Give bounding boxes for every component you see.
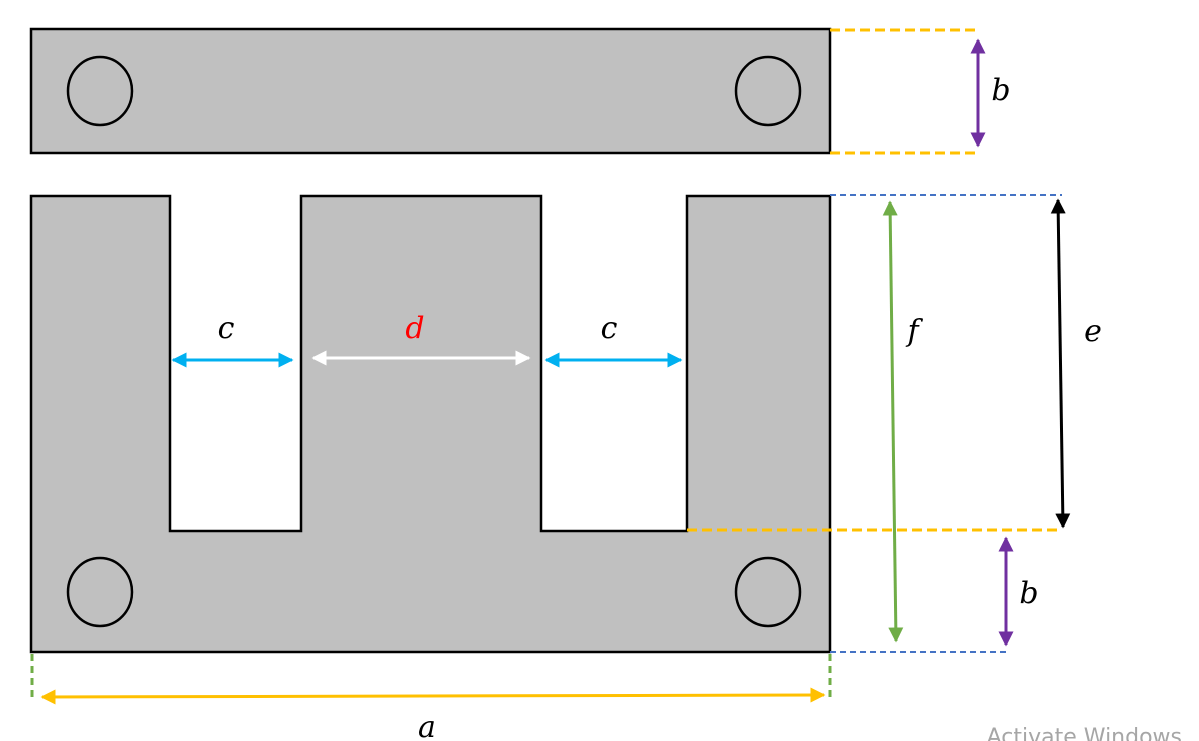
label-c-right: c (601, 311, 618, 346)
i-bar-hole-left (66, 55, 134, 127)
label-c-left: c (218, 311, 235, 346)
i-bar-core (29, 27, 832, 155)
label-b-bottom: b (1019, 576, 1038, 611)
label-a: a (418, 710, 436, 741)
dimension-arrow-a (40, 687, 826, 705)
i-bar-hole-right (734, 55, 802, 127)
e-core-hole-left (66, 556, 134, 628)
label-e: e (1084, 314, 1102, 349)
label-f: f (905, 314, 923, 349)
activate-windows-watermark: Activate Windows (987, 725, 1182, 741)
dimension-arrow-f (882, 200, 904, 643)
dimension-arrow-e (1050, 198, 1071, 529)
label-d: d (405, 311, 424, 346)
e-core (29, 194, 832, 654)
label-b-top: b (991, 73, 1010, 108)
e-core-hole-right (734, 556, 802, 628)
